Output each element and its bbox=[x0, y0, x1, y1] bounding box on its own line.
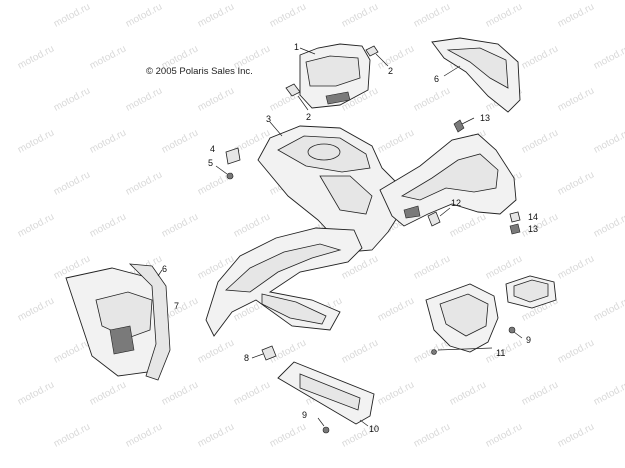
screw-part-13-bottom bbox=[509, 223, 521, 235]
callout-4: 4 bbox=[210, 144, 215, 154]
switch-module bbox=[505, 275, 557, 309]
fastener-2-top bbox=[365, 45, 389, 67]
callout-13-bottom: 13 bbox=[528, 224, 538, 234]
rear-fender-right bbox=[379, 133, 517, 227]
mud-flap-panel-7 bbox=[65, 267, 163, 377]
mud-flap-panel-6 bbox=[128, 263, 171, 381]
screw-part-5 bbox=[215, 165, 234, 180]
callout-2-bottom: 2 bbox=[306, 112, 311, 122]
fastener-2-bottom bbox=[285, 83, 309, 111]
side-panel-top-right bbox=[431, 37, 521, 113]
rivet-part-12 bbox=[427, 207, 451, 227]
heat-shield-part-10 bbox=[277, 361, 375, 427]
grommet-part-8 bbox=[251, 345, 277, 361]
callout-3: 3 bbox=[266, 114, 271, 124]
front-cab-body bbox=[257, 121, 403, 253]
nut-part-14 bbox=[509, 211, 521, 223]
callout-10: 10 bbox=[369, 424, 379, 434]
callout-11: 11 bbox=[496, 348, 505, 358]
screw-part-9-bottom bbox=[317, 417, 330, 434]
decal-part-4 bbox=[225, 147, 241, 165]
front-fender-left bbox=[205, 227, 363, 337]
callout-9-right: 9 bbox=[526, 335, 531, 345]
callout-6-top: 6 bbox=[434, 74, 439, 84]
screw-part-9-right bbox=[508, 326, 523, 339]
callout-14: 14 bbox=[528, 212, 538, 222]
callout-5: 5 bbox=[208, 158, 213, 168]
headlight-pod-part bbox=[299, 43, 371, 109]
callout-1: 1 bbox=[294, 42, 299, 52]
callout-2-top: 2 bbox=[388, 66, 393, 76]
callout-12: 12 bbox=[451, 198, 461, 208]
callout-6-bottom: 6 bbox=[162, 264, 167, 274]
callout-7: 7 bbox=[174, 301, 179, 311]
callout-9-bottom: 9 bbox=[302, 410, 307, 420]
screw-part-13-top bbox=[453, 117, 475, 133]
callout-13-top: 13 bbox=[480, 113, 490, 123]
copyright-text: © 2005 Polaris Sales Inc. bbox=[146, 66, 253, 77]
callout-8: 8 bbox=[244, 353, 249, 363]
mounting-bracket-11 bbox=[425, 283, 499, 355]
